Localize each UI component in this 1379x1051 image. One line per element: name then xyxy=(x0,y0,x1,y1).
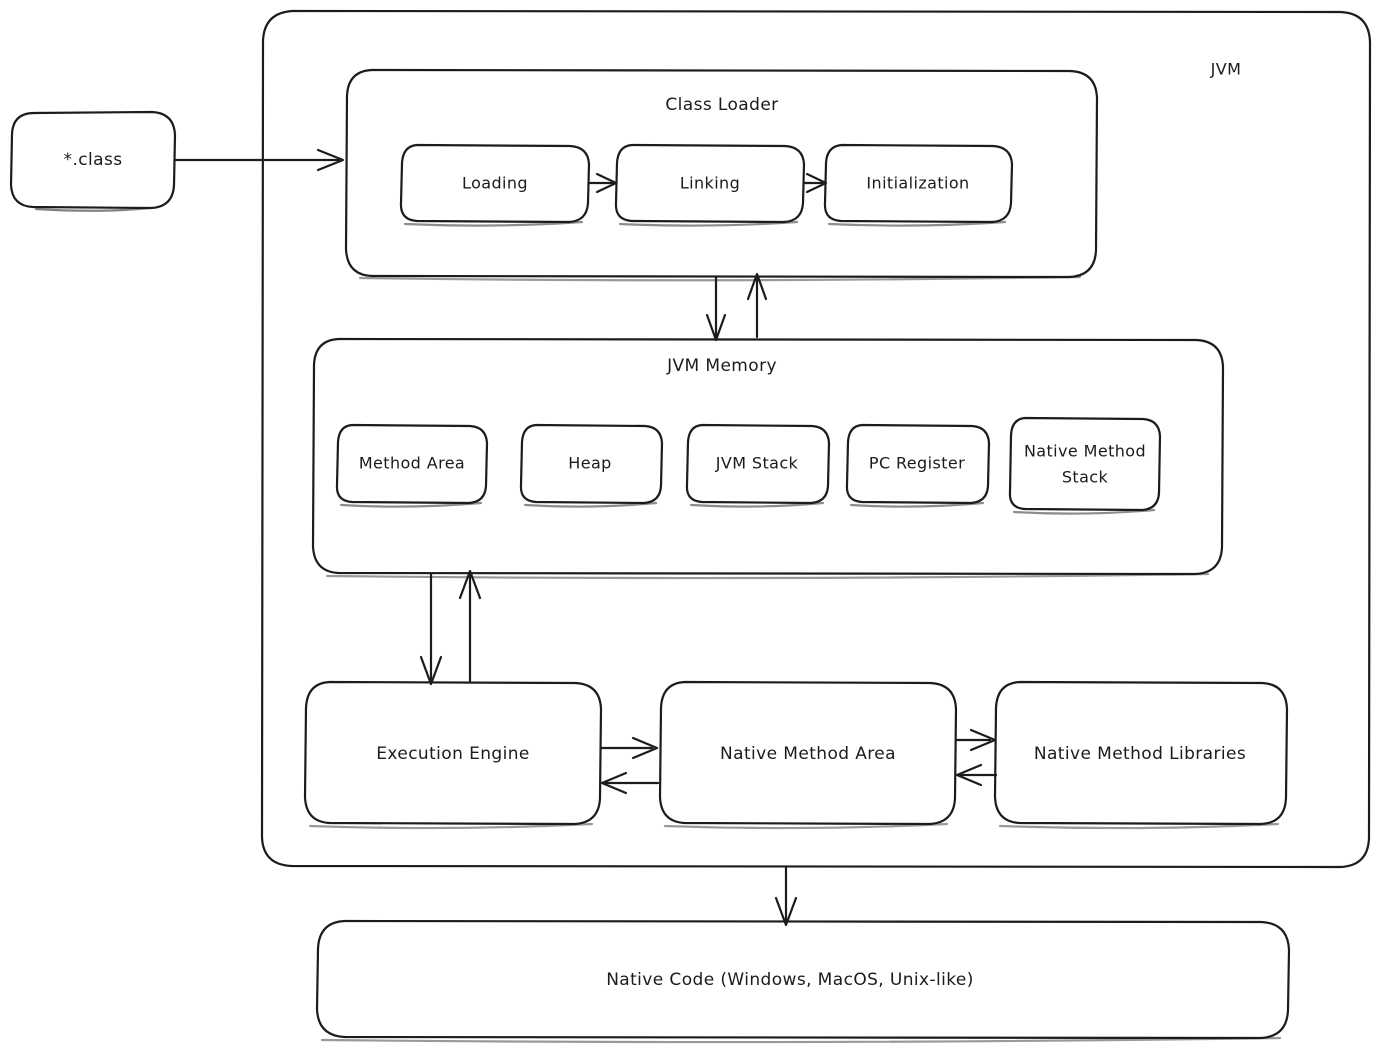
arrow-libraries-to-native-method-area xyxy=(955,763,998,787)
class-loader-label: Class Loader xyxy=(665,95,778,115)
class-loader-phase-initialization-label: Initialization xyxy=(866,174,969,193)
arrow-loading-to-linking xyxy=(587,172,618,194)
memory-region-pc-register xyxy=(845,423,991,508)
native-code-node xyxy=(315,919,1291,1044)
arrow-execution-engine-to-memory xyxy=(458,569,482,683)
memory-region-jvm-stack xyxy=(685,423,831,508)
native-method-area-node xyxy=(658,680,958,830)
native-method-libraries-label: Native Method Libraries xyxy=(1034,744,1246,764)
class-loader-phase-linking xyxy=(614,143,806,227)
memory-region-method-area xyxy=(335,423,489,508)
class-loader-phase-loading xyxy=(399,143,591,227)
memory-region-native-method-stack-label-line2: Stack xyxy=(1062,468,1109,487)
class-file-label: *.class xyxy=(64,150,123,170)
class-loader-phase-loading-label: Loading xyxy=(462,174,528,193)
memory-region-native-method-stack-label-line1: Native Method xyxy=(1024,442,1146,461)
arrow-native-method-area-to-execution-engine xyxy=(600,771,660,795)
arrow-class-to-classloader xyxy=(173,148,345,172)
memory-region-native-method-stack xyxy=(1008,416,1162,515)
memory-region-heap-label: Heap xyxy=(568,454,611,473)
native-code-label: Native Code (Windows, MacOS, Unix-like) xyxy=(606,970,974,990)
native-method-area-label: Native Method Area xyxy=(720,744,896,764)
jvm-container-label: JVM xyxy=(1210,60,1242,79)
memory-region-method-area-label: Method Area xyxy=(359,454,465,473)
arrow-memory-to-classloader xyxy=(746,272,768,339)
memory-region-pc-register-label: PC Register xyxy=(869,454,965,473)
memory-region-jvm-stack-label: JVM Stack xyxy=(715,454,799,473)
arrow-jvm-to-native-code xyxy=(774,865,798,927)
class-loader-phase-linking-label: Linking xyxy=(680,174,740,193)
native-method-libraries-node xyxy=(993,680,1289,830)
class-file-node xyxy=(9,110,177,212)
arrow-linking-to-initialization xyxy=(802,172,828,194)
jvm-memory-container xyxy=(311,337,1225,580)
arrow-classloader-to-memory xyxy=(705,275,727,342)
jvm-container xyxy=(260,9,1372,869)
jvm-memory-label: JVM Memory xyxy=(666,356,777,376)
arrow-native-method-area-to-libraries xyxy=(954,728,997,752)
arrow-memory-to-execution-engine xyxy=(419,572,443,686)
memory-region-heap xyxy=(519,423,664,508)
class-loader-container xyxy=(344,68,1099,282)
execution-engine-label: Execution Engine xyxy=(376,744,530,764)
class-loader-phase-initialization xyxy=(823,143,1014,227)
arrow-execution-engine-to-native-method-area xyxy=(599,736,659,760)
execution-engine-node xyxy=(303,680,603,830)
